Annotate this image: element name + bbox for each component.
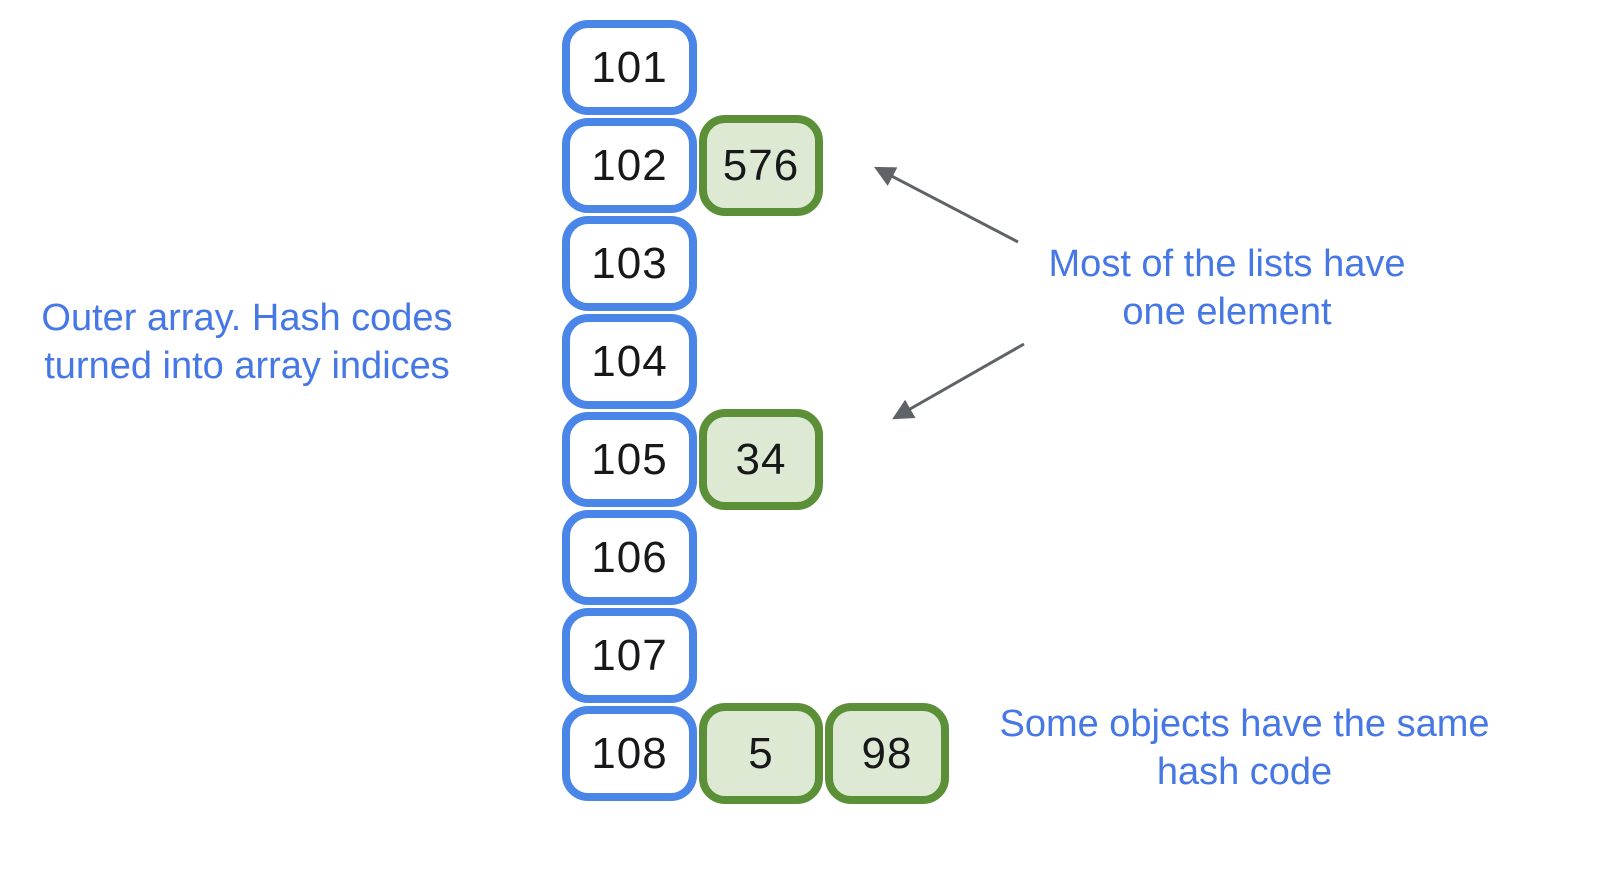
array-index-cell: 104: [562, 314, 697, 409]
label-outer-array-line1: Outer array. Hash codes: [41, 297, 453, 339]
label-most-lists-line2: one element: [1122, 291, 1332, 333]
list-value-cell: 98: [825, 703, 949, 804]
list-value-cell: 576: [699, 115, 823, 216]
label-outer-array: Outer array. Hash codes turned into arra…: [22, 294, 472, 390]
list-value-cell: 5: [699, 703, 823, 804]
label-same-hash: Some objects have the same hash code: [972, 700, 1517, 796]
array-index-cell: 102: [562, 118, 697, 213]
array-index-cell: 108: [562, 706, 697, 801]
array-index-cell: 106: [562, 510, 697, 605]
array-index-cell: 103: [562, 216, 697, 311]
list-value-cell: 34: [699, 409, 823, 510]
label-same-hash-line2: hash code: [1156, 751, 1333, 793]
label-same-hash-line1: Some objects have the same: [999, 703, 1490, 745]
label-outer-array-line2: turned into array indices: [44, 345, 450, 387]
bucket-row: 107: [562, 608, 949, 703]
label-most-lists-line1: Most of the lists have: [1048, 243, 1406, 285]
array-index-cell: 107: [562, 608, 697, 703]
array-index-cell: 101: [562, 20, 697, 115]
bucket-row: 101: [562, 20, 949, 115]
array-index-cell: 105: [562, 412, 697, 507]
bucket-row: 104: [562, 314, 949, 409]
label-most-lists: Most of the lists have one element: [1022, 240, 1432, 336]
bucket-row: 106: [562, 510, 949, 605]
bucket-row: 103: [562, 216, 949, 311]
